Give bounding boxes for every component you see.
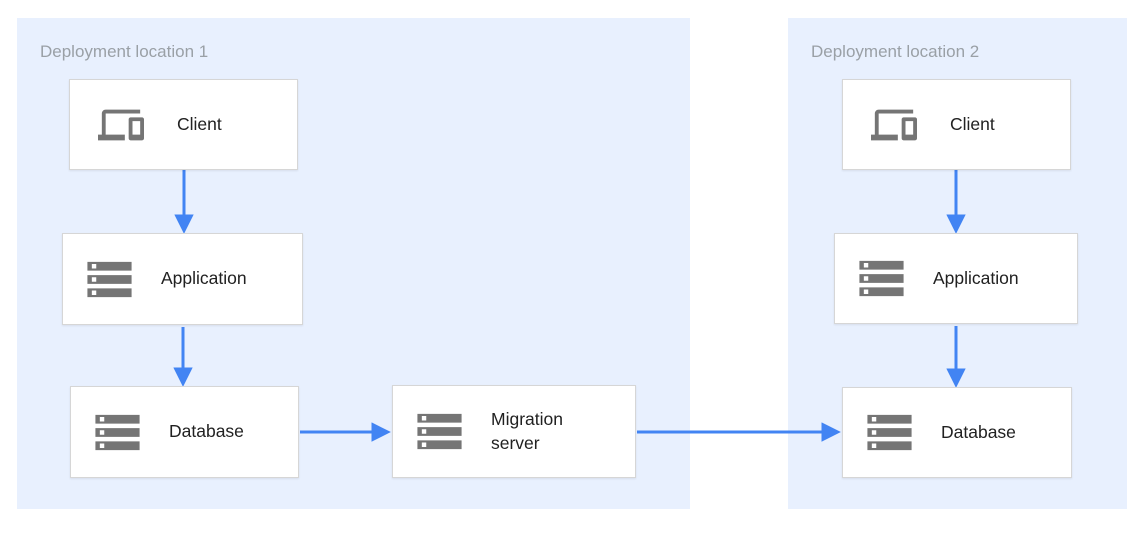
- node-label: Client: [950, 113, 995, 134]
- devices-icon: [863, 102, 925, 148]
- node-client-2: Client: [842, 79, 1071, 170]
- server-stack-icon: [83, 253, 136, 306]
- server-stack-icon: [855, 252, 908, 305]
- zone-label: Deployment location 1: [40, 42, 209, 61]
- server-stack-icon: [863, 406, 916, 459]
- server-stack-icon: [413, 405, 466, 458]
- server-stack-icon: [91, 406, 144, 459]
- node-label: Migration server: [491, 408, 563, 453]
- node-database-1: Database: [70, 386, 299, 478]
- node-application-1: Application: [62, 233, 303, 325]
- node-client-1: Client: [69, 79, 298, 170]
- node-label: Database: [941, 421, 1016, 442]
- devices-icon: [90, 102, 152, 148]
- node-label: Application: [161, 268, 247, 289]
- node-application-2: Application: [834, 233, 1078, 324]
- node-label: Client: [177, 113, 222, 134]
- node-migration-server: Migration server: [392, 385, 636, 478]
- node-label: Application: [933, 267, 1019, 288]
- node-label: Database: [169, 421, 244, 442]
- zone-label: Deployment location 2: [811, 42, 980, 61]
- node-database-2: Database: [842, 387, 1072, 478]
